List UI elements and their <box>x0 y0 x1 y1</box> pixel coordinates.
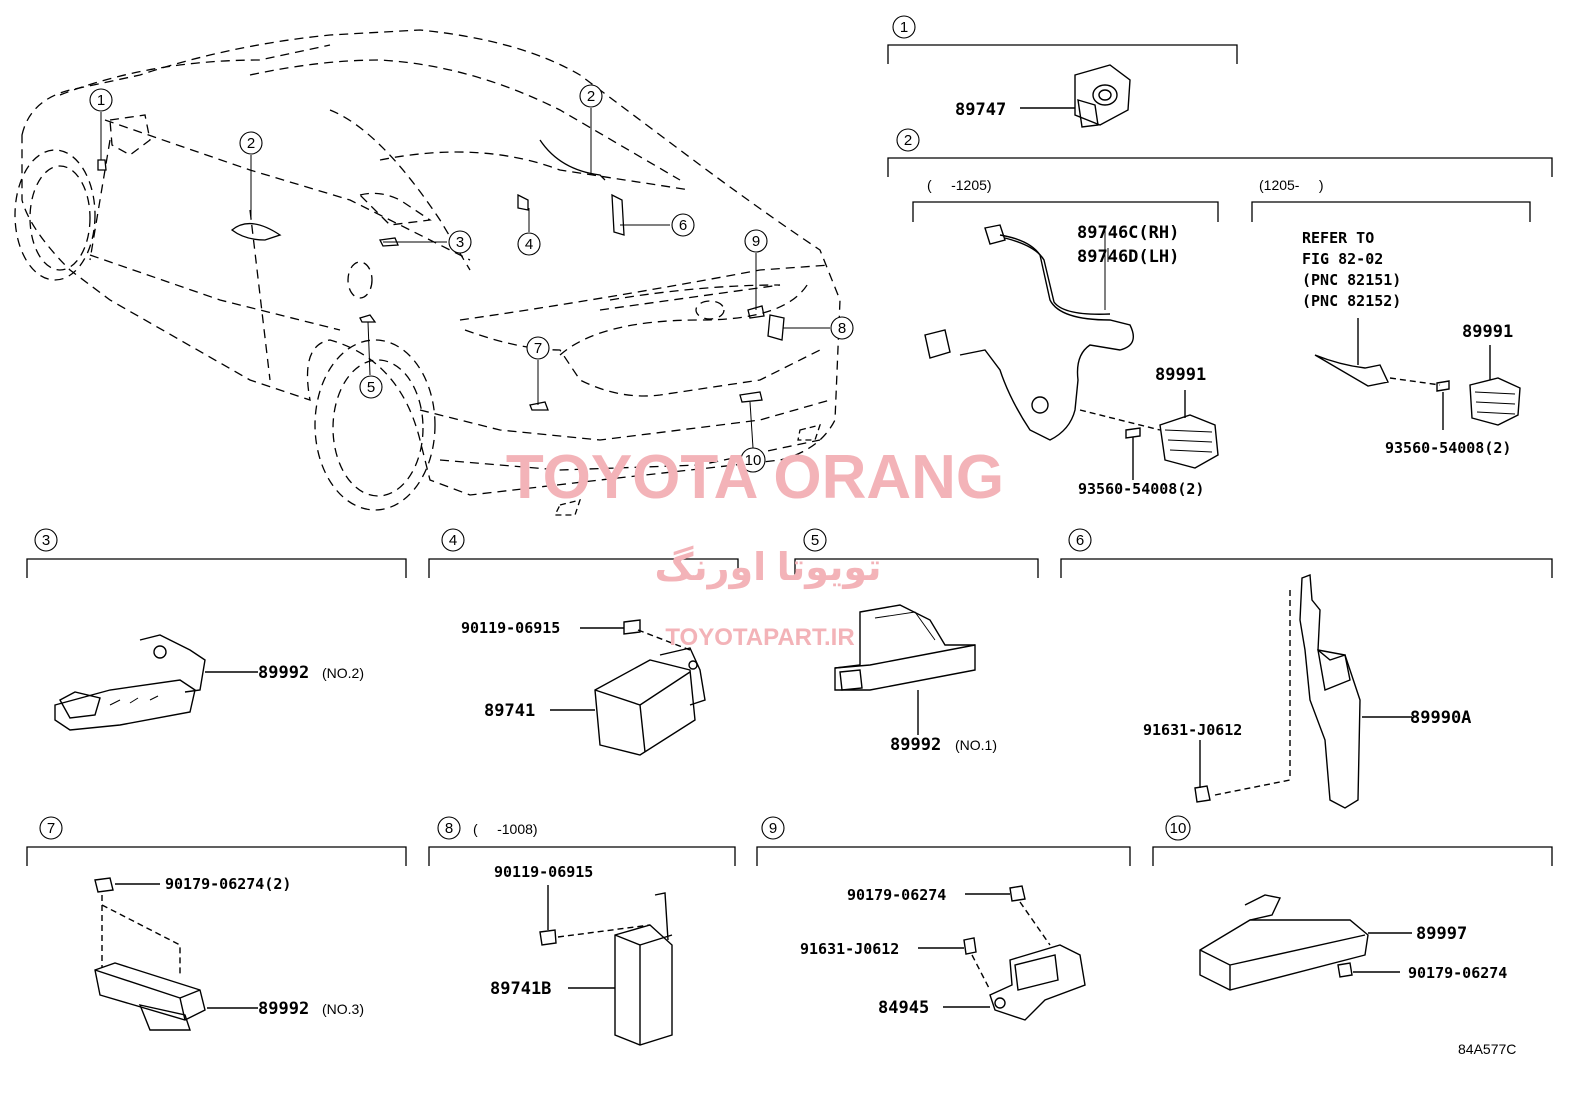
refer-line-1: REFER TO <box>1302 229 1374 247</box>
part-89990a-drawing <box>1194 574 1412 809</box>
label-89990a: 89990A <box>1410 708 1471 728</box>
section-brackets <box>26 44 1553 866</box>
label-90179-06274-s9: 90179-06274 <box>847 886 946 904</box>
label-89992-no3-note: (NO.3) <box>322 1001 364 1017</box>
part-89997-drawing <box>1199 894 1412 991</box>
label-90119-06915-s8: 90119-06915 <box>494 863 593 881</box>
part-84945-drawing <box>918 885 1086 1021</box>
label-89991-right: 89991 <box>1462 322 1513 342</box>
label-91631-j0612-s9: 91631-J0612 <box>800 940 899 958</box>
label-89991-left: 89991 <box>1155 365 1206 385</box>
part-89746-harness-drawing <box>924 224 1134 441</box>
watermark-main: TOYOTA ORANG <box>506 443 1004 512</box>
part-89992-no3-drawing <box>94 877 258 1031</box>
label-89741: 89741 <box>484 701 535 721</box>
part-89741b-drawing <box>539 885 673 1046</box>
label-90119-06915-s4: 90119-06915 <box>461 619 560 637</box>
label-84945: 84945 <box>878 998 929 1018</box>
part-89992-no2-drawing <box>54 634 258 731</box>
figure-code: 84A577C <box>1458 1041 1516 1057</box>
car-callout-6: 6 <box>679 217 687 234</box>
section-8-number: 8 <box>445 820 453 837</box>
watermark-persian: تویوتا اورنگ <box>655 545 882 590</box>
label-89992-no2-note: (NO.2) <box>322 665 364 681</box>
label-89992-no1-note: (NO.1) <box>955 737 997 753</box>
part-89992-no1-drawing <box>834 604 976 735</box>
s2-left-range: ( -1205) <box>927 177 992 193</box>
section-7-number: 7 <box>47 820 55 837</box>
car-callout-5: 5 <box>367 379 375 396</box>
section-6-number: 6 <box>1076 532 1084 549</box>
section-circles <box>34 15 1191 841</box>
label-89992-no3: 89992 <box>258 999 309 1019</box>
car-callouts <box>100 108 830 449</box>
refer-line-2: FIG 82-02 <box>1302 250 1383 268</box>
s8-range: ( -1008) <box>473 821 538 837</box>
watermark: TOYOTA ORANG تویوتا اورنگ TOYOTAPART.IR <box>506 443 1004 651</box>
section-2-number: 2 <box>904 132 912 149</box>
part-89747-drawing <box>1020 64 1131 128</box>
car-callout-4: 4 <box>525 236 533 253</box>
part-89991-ecu-left-drawing <box>1079 390 1219 480</box>
car-callout-2a: 2 <box>247 135 255 152</box>
label-89741b: 89741B <box>490 979 551 999</box>
refer-line-3: (PNC 82151) <box>1302 271 1401 289</box>
car-illustration <box>14 29 841 516</box>
label-90179-06274-s7: 90179-06274(2) <box>165 875 291 893</box>
car-callout-circles <box>89 84 854 473</box>
car-callout-1: 1 <box>97 92 105 109</box>
car-callout-7: 7 <box>534 340 542 357</box>
car-callout-10: 10 <box>745 452 762 469</box>
label-91631-j0612-s6: 91631-J0612 <box>1143 721 1242 739</box>
section-1-number: 1 <box>900 19 908 36</box>
section-3-number: 3 <box>42 532 50 549</box>
label-89997: 89997 <box>1416 924 1467 944</box>
label-89746c-rh: 89746C(RH) <box>1077 223 1179 243</box>
car-callout-9: 9 <box>752 233 760 250</box>
label-89746d-lh: 89746D(LH) <box>1077 247 1179 267</box>
label-93560-right: 93560-54008(2) <box>1385 439 1511 457</box>
section-4-number: 4 <box>449 532 457 549</box>
section-9-number: 9 <box>769 820 777 837</box>
car-callout-3: 3 <box>456 234 464 251</box>
label-93560-left: 93560-54008(2) <box>1078 480 1204 498</box>
part-89991-ecu-right-drawing <box>1314 318 1521 430</box>
label-89747: 89747 <box>955 100 1006 120</box>
s2-right-range: (1205- ) <box>1259 177 1324 193</box>
part-89741-drawing <box>550 619 706 756</box>
watermark-site: TOYOTAPART.IR <box>665 624 854 651</box>
label-89992-no2: 89992 <box>258 663 309 683</box>
refer-line-4: (PNC 82152) <box>1302 292 1401 310</box>
label-89992-no1: 89992 <box>890 735 941 755</box>
car-callout-2b: 2 <box>587 88 595 105</box>
label-90179-06274-s10: 90179-06274 <box>1408 964 1507 982</box>
car-callout-8: 8 <box>838 320 846 337</box>
section-10-number: 10 <box>1170 820 1187 837</box>
section-5-number: 5 <box>811 532 819 549</box>
